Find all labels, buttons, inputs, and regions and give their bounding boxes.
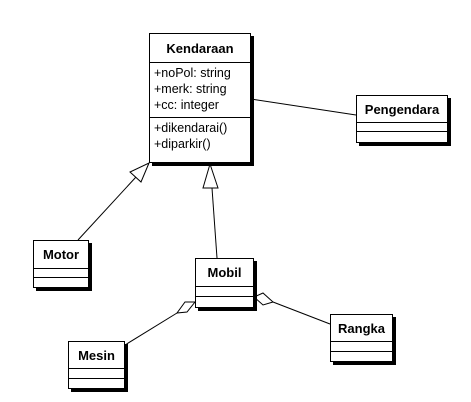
class-rangka[interactable]: Rangka xyxy=(330,314,393,362)
operations-compartment: +dikendarai() +diparkir() xyxy=(150,118,250,162)
attribute: +cc: integer xyxy=(154,98,219,112)
generalization-arrowhead-mobil xyxy=(202,162,219,189)
class-mesin[interactable]: Mesin xyxy=(68,341,125,389)
aggregation-mobil-rangka[interactable] xyxy=(272,301,331,325)
attribute: +merk: string xyxy=(154,82,227,96)
operation: +dikendarai() xyxy=(154,121,228,135)
class-name: Mobil xyxy=(196,259,253,287)
aggregation-diamond-mesin xyxy=(175,301,197,314)
attributes-compartment: +noPol: string +merk: string +cc: intege… xyxy=(150,63,250,118)
class-name: Kendaraan xyxy=(150,34,250,63)
generalization-arrowhead-motor xyxy=(129,161,150,183)
class-mobil[interactable]: Mobil xyxy=(195,258,254,308)
attributes-compartment xyxy=(357,123,447,132)
class-motor[interactable]: Motor xyxy=(33,240,89,288)
attribute: +noPol: string xyxy=(154,66,231,80)
aggregation-mobil-mesin[interactable] xyxy=(124,312,178,346)
generalization-motor-kendaraan[interactable] xyxy=(77,176,137,241)
aggregation-diamond-rangka xyxy=(253,292,274,306)
operations-compartment xyxy=(34,278,88,287)
attributes-compartment xyxy=(34,269,88,278)
generalization-mobil-kendaraan[interactable] xyxy=(211,187,218,259)
operations-compartment xyxy=(357,132,447,142)
attributes-compartment xyxy=(196,287,253,297)
class-name: Motor xyxy=(34,241,88,269)
attributes-compartment xyxy=(69,369,124,379)
association-kendaraan-pengendara[interactable] xyxy=(250,98,357,116)
attributes-compartment xyxy=(331,342,392,352)
operations-compartment xyxy=(69,379,124,388)
class-pengendara[interactable]: Pengendara xyxy=(356,95,448,143)
class-name: Rangka xyxy=(331,315,392,342)
operations-compartment xyxy=(196,297,253,307)
class-kendaraan[interactable]: Kendaraan +noPol: string +merk: string +… xyxy=(149,33,251,163)
class-name: Mesin xyxy=(69,342,124,369)
operations-compartment xyxy=(331,352,392,361)
class-name: Pengendara xyxy=(357,96,447,123)
operation: +diparkir() xyxy=(154,137,211,151)
